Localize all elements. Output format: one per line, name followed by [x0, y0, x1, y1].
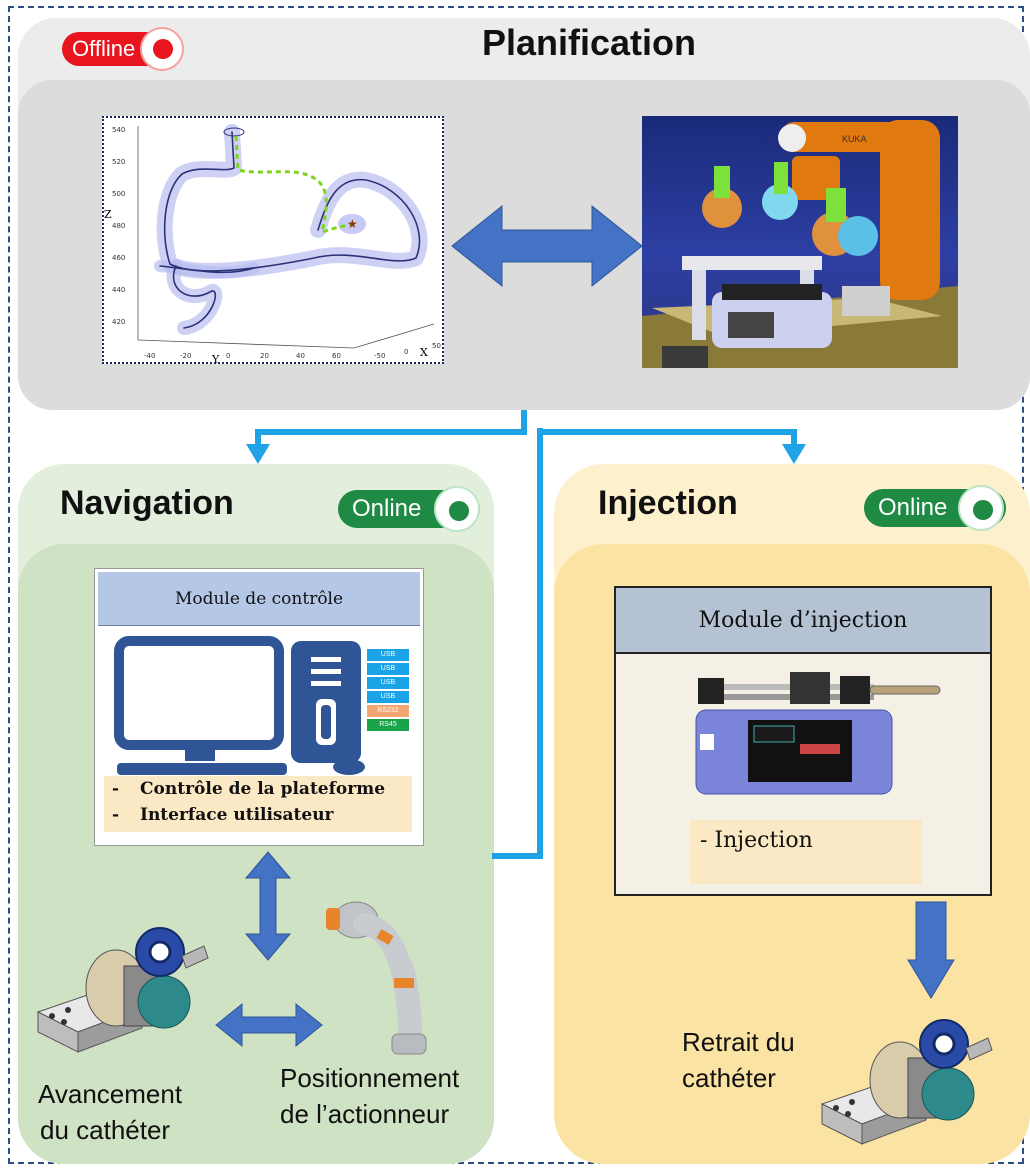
toggle-knob [958, 485, 1004, 531]
toggle-knob [140, 27, 184, 71]
flow-connector [246, 410, 806, 464]
y-tick: -20 [180, 352, 191, 360]
z-tick: 480 [112, 222, 125, 230]
x-tick: 50 [432, 342, 441, 350]
trajectory-plot-svg: 540 520 500 480 460 440 420 -40 -20 0 20… [104, 124, 441, 366]
z-tick: 460 [112, 254, 125, 262]
robot-brand-label: KUKA [842, 134, 867, 144]
trajectory-plot: 540 520 500 480 460 440 420 -40 -20 0 20… [102, 116, 444, 366]
y-axis-label: Y [211, 353, 220, 366]
function-item: -Interface utilisateur [112, 805, 334, 825]
injection-functions: - Injection [690, 820, 922, 884]
tube-holder-3 [812, 188, 878, 256]
z-axis-label: Z [104, 208, 112, 221]
control-module-title: Module de contrôle [98, 572, 420, 626]
catheter-advance-device [36, 927, 209, 1053]
port-usb: USB [367, 691, 409, 703]
z-tick: 500 [112, 190, 125, 198]
control-module-functions: -Contrôle de la plateforme -Interface ut… [104, 776, 412, 832]
x-tick: -50 [374, 352, 385, 360]
computer-icon [114, 636, 365, 775]
caption-catheter-retract: Retrait du cathéter [682, 1027, 795, 1093]
function-item: - Injection [700, 828, 813, 853]
navigation-feed-connector [492, 428, 543, 859]
tube-holder-1 [702, 166, 742, 228]
navigation-online-toggle: Online [338, 486, 480, 532]
status-dot [449, 501, 469, 521]
injection-module-title: Module d’injection [616, 588, 990, 654]
injection-online-toggle: Online [864, 485, 1006, 531]
z-tick: 420 [112, 318, 125, 326]
status-dot [153, 39, 173, 59]
status-dot [973, 500, 993, 520]
y-tick: 20 [260, 352, 269, 360]
port-list: USB USB USB USB RS232 RS45 [367, 649, 409, 733]
z-tick: 520 [112, 158, 125, 166]
caption-catheter-advance: Avancement du cathéter [38, 1079, 183, 1145]
vessel-tree [154, 124, 428, 335]
target-star-icon: ★ [347, 217, 358, 231]
navigation-title: Navigation [60, 484, 234, 522]
port-usb: USB [367, 677, 409, 689]
z-tick: 440 [112, 286, 125, 294]
robot-arm-actuator [326, 901, 427, 1055]
injection-module-card: Module d’injection [614, 586, 992, 896]
function-item: -Contrôle de la plateforme [112, 779, 386, 799]
y-tick: 60 [332, 352, 341, 360]
planned-path [234, 135, 353, 235]
robot-simulation-svg: KUKA [642, 120, 958, 368]
port-usb: USB [367, 649, 409, 661]
horizontal-double-arrow [215, 1002, 323, 1048]
port-rs45: RS45 [367, 719, 409, 731]
vertical-double-arrow [244, 851, 292, 961]
y-tick: 40 [296, 352, 305, 360]
injection-title: Injection [598, 484, 738, 522]
y-tick: 0 [226, 352, 230, 360]
catheter-retract-device [820, 1019, 993, 1145]
down-arrow [907, 901, 955, 999]
robot-simulation-scene: KUKA [642, 116, 958, 368]
port-rs232: RS232 [367, 705, 409, 717]
online-label: Online [878, 494, 948, 521]
toggle-knob [434, 486, 480, 532]
online-label: Online [352, 495, 422, 522]
syringe-pump-icon [695, 672, 941, 795]
offline-label: Offline [72, 36, 136, 61]
planification-title: Planification [482, 22, 697, 63]
y-tick: -40 [144, 352, 155, 360]
port-usb: USB [367, 663, 409, 675]
tube-holder-2 [762, 162, 798, 220]
caption-actuator-positioning: Positionnement de l’actionneur [280, 1063, 460, 1129]
x-axis-label: X [420, 346, 428, 359]
z-tick: 540 [112, 126, 125, 134]
offline-toggle: Offline [62, 27, 184, 71]
sync-double-arrow [451, 204, 643, 288]
x-tick: 0 [404, 348, 408, 356]
